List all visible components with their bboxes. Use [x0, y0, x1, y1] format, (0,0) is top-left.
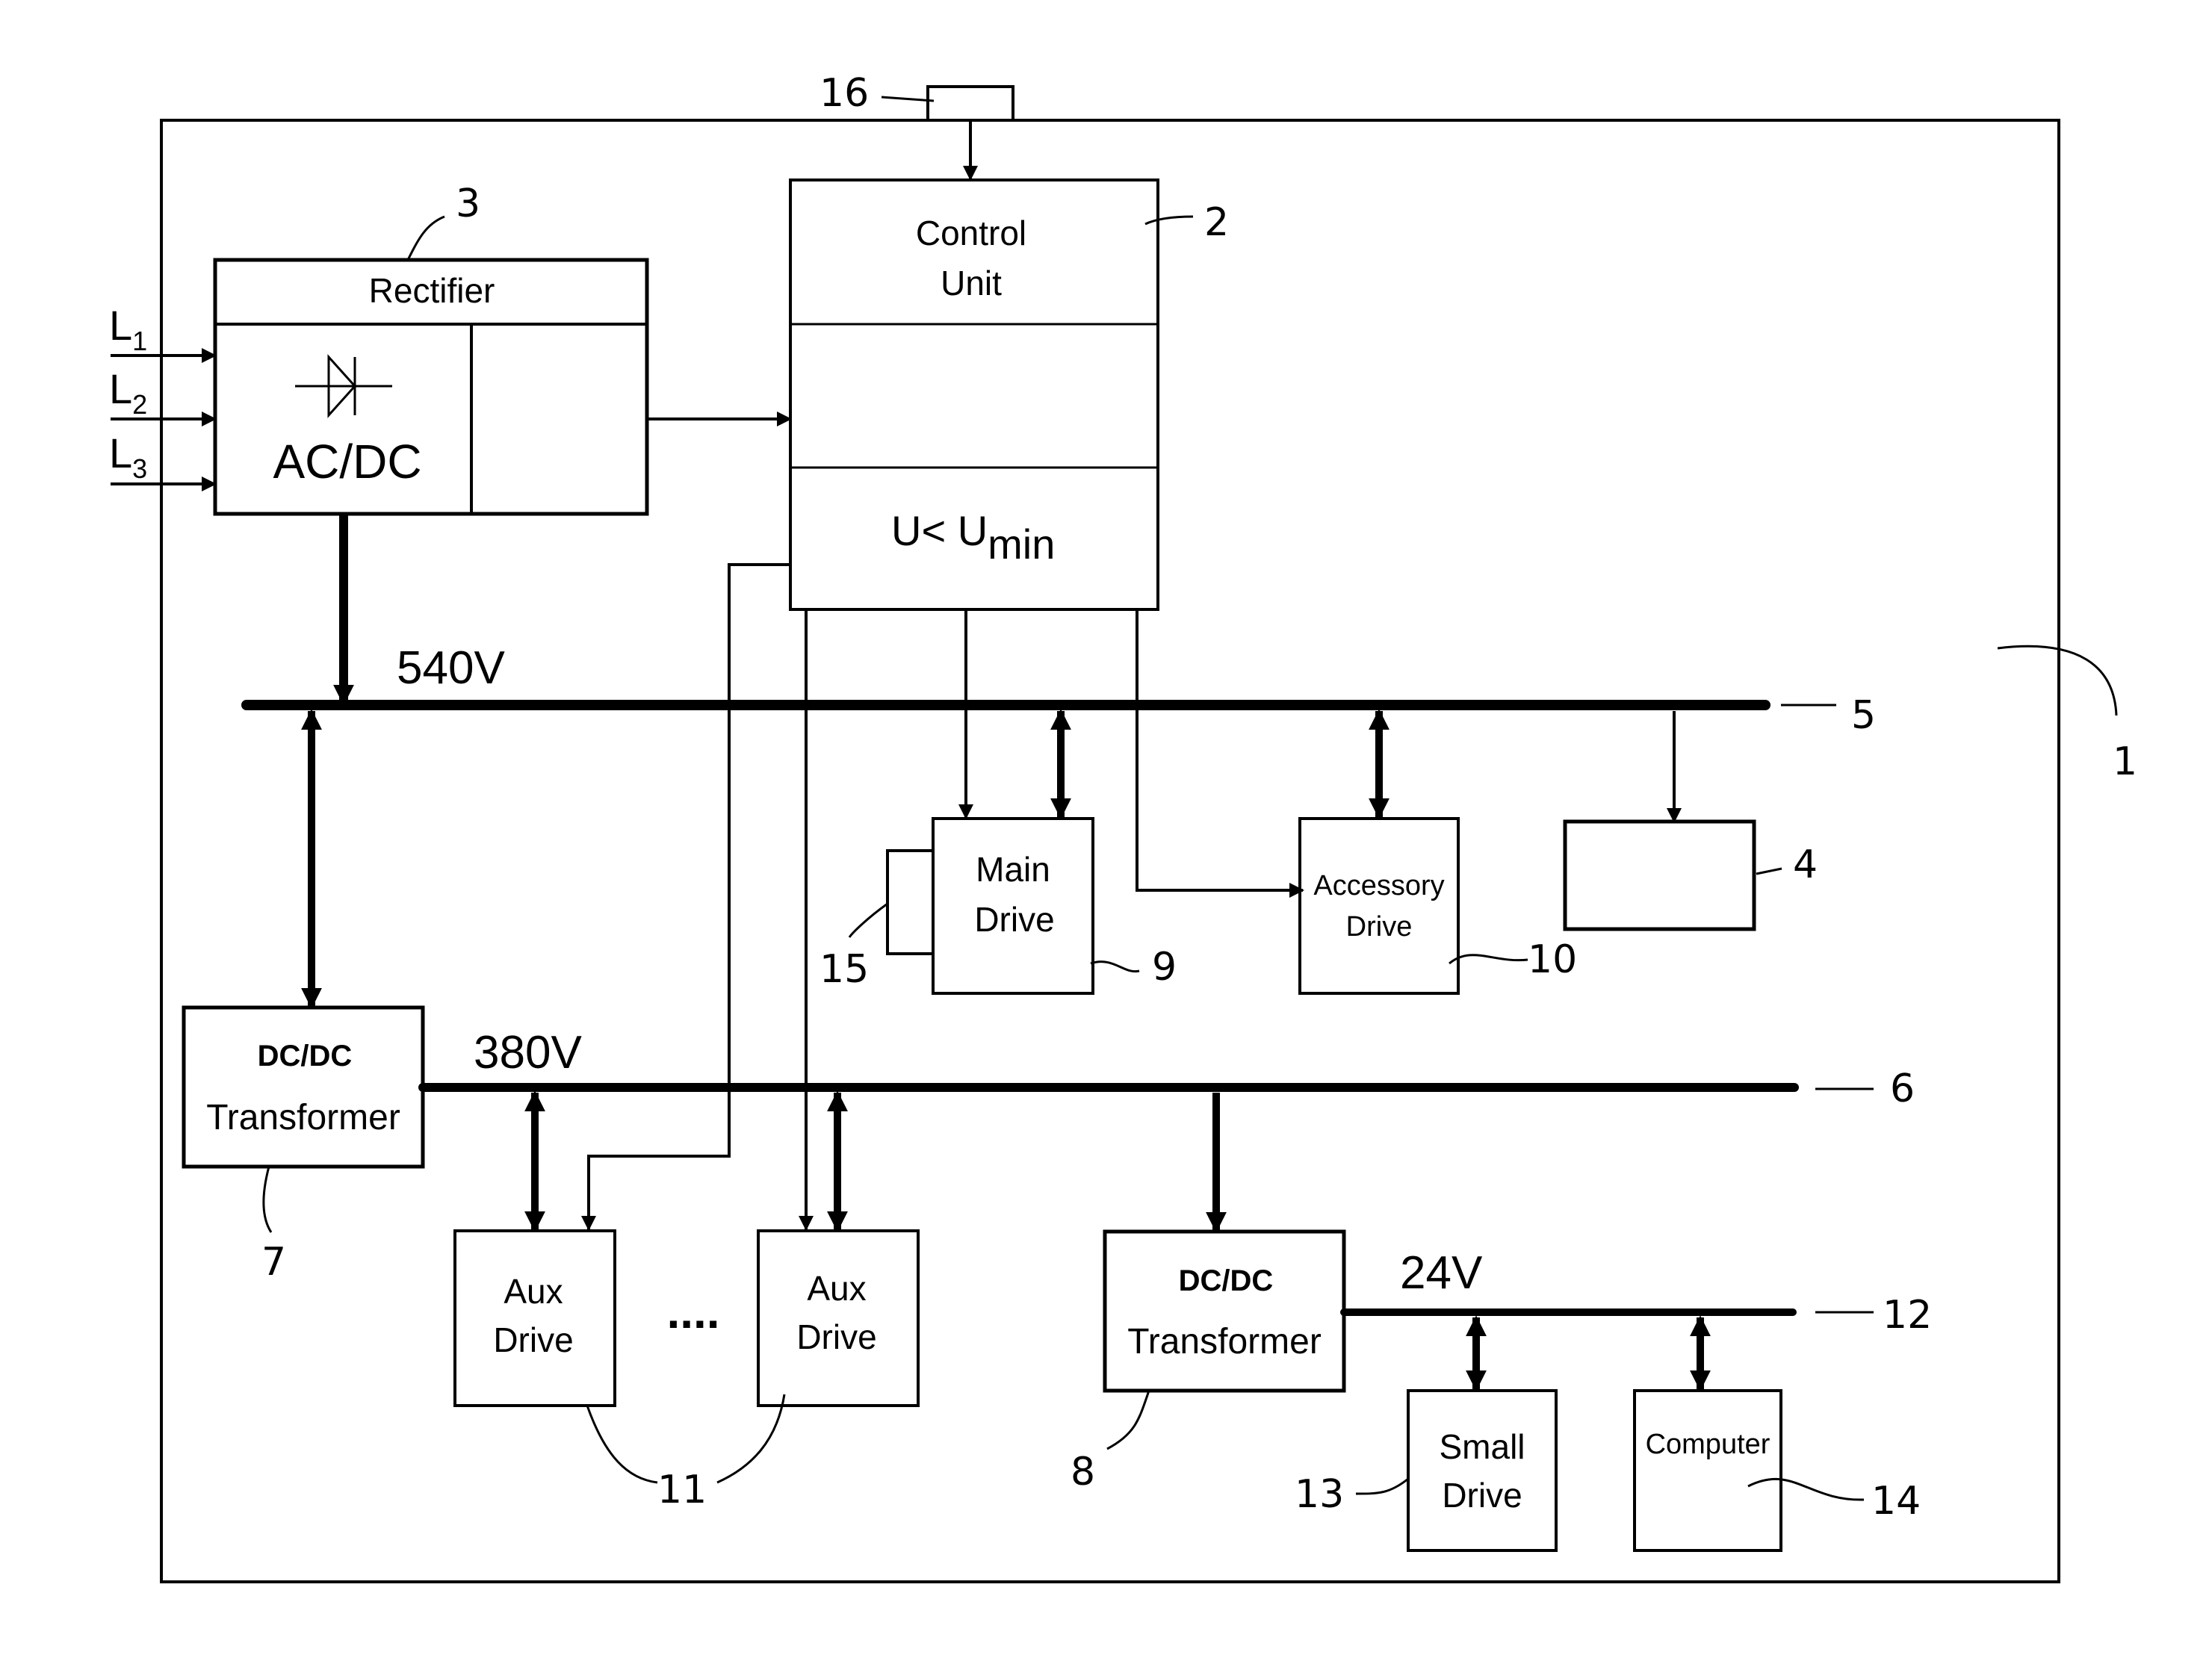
ref-5: 5	[1851, 693, 1876, 738]
ref-1: 1	[2113, 739, 2137, 784]
accessory-drive-line2: Drive	[1346, 911, 1413, 943]
main-drive-sensor	[887, 851, 933, 954]
computer: Computer	[1635, 1391, 1781, 1550]
rectifier-ac-dc-label: AC/DC	[273, 435, 421, 488]
connector-16	[928, 87, 1013, 120]
ref-9: 9	[1152, 945, 1177, 990]
computer-label: Computer	[1646, 1429, 1770, 1460]
ref-12: 12	[1883, 1293, 1932, 1338]
control-to-aux1-line	[589, 565, 790, 1229]
bus-540v-label: 540V	[397, 642, 505, 694]
control-unit: Control Unit U< Umin	[790, 180, 1158, 609]
rectifier: Rectifier AC/DC	[215, 260, 647, 514]
bus-24v-label: 24V	[1400, 1247, 1483, 1299]
aux1-line1: Aux	[504, 1272, 563, 1311]
condition-main: U< U	[891, 507, 988, 554]
control-unit-title-2: Unit	[941, 264, 1002, 302]
system-boundary	[161, 120, 2059, 1582]
small-drive: Small Drive	[1408, 1391, 1556, 1550]
main-drive: Main Drive	[887, 819, 1093, 993]
ref-13: 13	[1295, 1472, 1344, 1517]
accessory-drive: Accessory Drive	[1300, 819, 1458, 993]
ref-4: 4	[1793, 842, 1818, 887]
dcdc-transformer-7: DC/DC Transformer	[184, 1008, 423, 1167]
rectifier-title: Rectifier	[369, 271, 495, 310]
undervoltage-condition: U< Umin	[891, 507, 1055, 568]
control-to-accessory-line	[1137, 609, 1303, 890]
aux1-line2: Drive	[493, 1320, 573, 1359]
aux-drive-1: Aux Drive	[455, 1231, 615, 1406]
dcdc1-line1: DC/DC	[258, 1040, 353, 1072]
small-drive-line2: Drive	[1442, 1476, 1522, 1515]
ref-2: 2	[1204, 200, 1229, 245]
ref-8: 8	[1071, 1450, 1095, 1494]
ref-6: 6	[1890, 1067, 1915, 1111]
dcdc1-line2: Transformer	[206, 1098, 400, 1137]
dcdc2-line1: DC/DC	[1179, 1264, 1274, 1297]
ref-14: 14	[1871, 1479, 1921, 1524]
control-unit-title-1: Control	[916, 214, 1026, 252]
main-drive-line1: Main	[976, 850, 1050, 889]
ref-3: 3	[456, 181, 480, 226]
condition-subscript: min	[988, 521, 1055, 568]
bus-380v-label: 380V	[474, 1027, 582, 1078]
input-l3: L3	[109, 429, 147, 484]
input-l2: L2	[109, 365, 147, 420]
input-l1: L1	[109, 302, 147, 356]
dcdc2-line2: Transformer	[1127, 1322, 1322, 1362]
aux2-line2: Drive	[796, 1317, 876, 1356]
aux-ellipsis: ....	[666, 1285, 719, 1338]
ref-10: 10	[1528, 937, 1577, 982]
accessory-drive-line1: Accessory	[1313, 870, 1444, 901]
ref-7: 7	[261, 1240, 286, 1285]
main-drive-line2: Drive	[974, 900, 1054, 939]
small-drive-line1: Small	[1439, 1427, 1525, 1466]
aux-drive-2: Aux Drive	[758, 1231, 918, 1406]
ref-16: 16	[820, 71, 869, 116]
load-4	[1565, 822, 1754, 929]
ref-11: 11	[657, 1468, 707, 1512]
ref-15: 15	[820, 947, 869, 992]
dcdc-transformer-8: DC/DC Transformer	[1105, 1232, 1344, 1391]
aux2-line1: Aux	[807, 1269, 866, 1308]
diode-icon	[295, 357, 392, 415]
